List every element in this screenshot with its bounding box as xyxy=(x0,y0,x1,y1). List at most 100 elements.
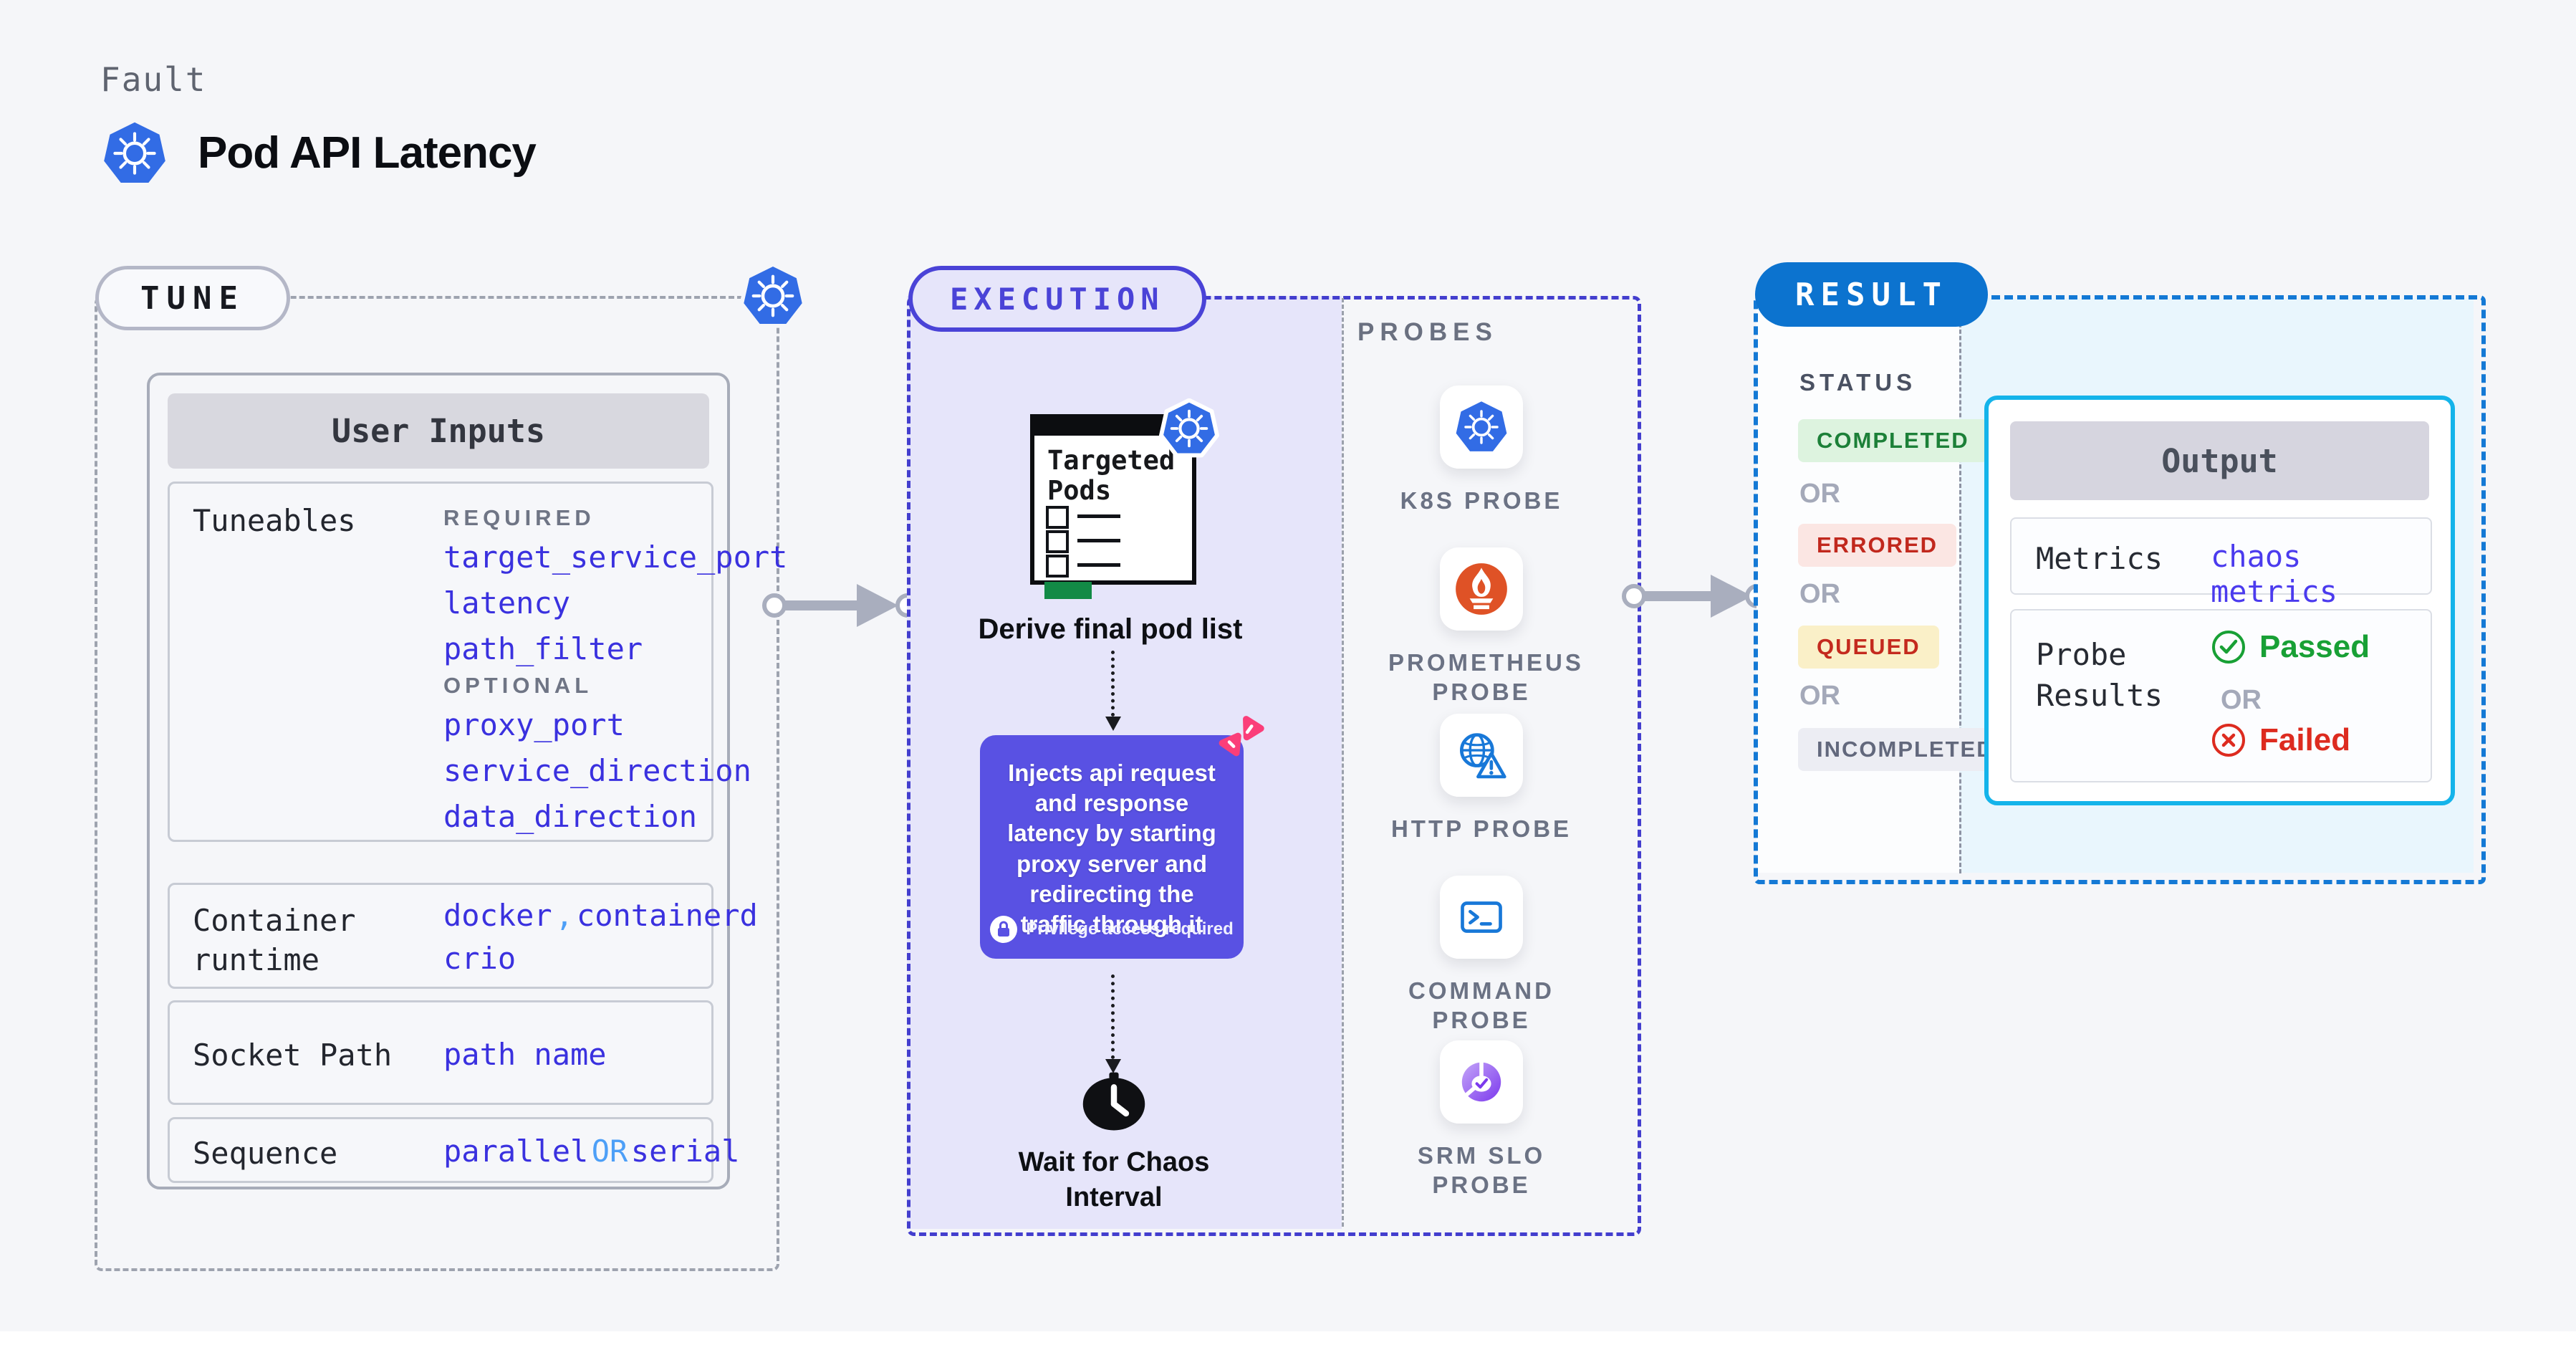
socket-path-label: Socket Path xyxy=(193,1038,393,1073)
status-badge-incompleted: INCOMPLETED xyxy=(1798,728,2013,771)
status-title: STATUS xyxy=(1799,369,1917,396)
failed-label: Failed xyxy=(2259,722,2351,757)
execution-pill: EXECUTION xyxy=(908,266,1206,332)
metrics-row: Metrics chaos metrics xyxy=(2010,517,2432,609)
sequence-option: parallel xyxy=(443,1134,589,1169)
tuneable-item: path_filter xyxy=(443,631,643,666)
status-badge-errored: ERRORED xyxy=(1798,524,1957,567)
kubernetes-icon xyxy=(104,122,165,183)
execution-section-box xyxy=(907,296,1641,1236)
kubernetes-icon xyxy=(1159,398,1219,458)
fault-kicker: Fault xyxy=(100,60,207,99)
green-progress-block xyxy=(1044,582,1092,599)
output-header: Output xyxy=(2010,421,2429,500)
container-runtime-label: Container runtime xyxy=(193,903,356,978)
socket-path-value: path name xyxy=(443,1037,607,1072)
inject-text: Injects api request and response latency… xyxy=(1007,760,1216,938)
probe-label: K8S PROBE xyxy=(1400,487,1563,514)
wait-chaos-interval-label: Wait for Chaos Interval xyxy=(1018,1147,1210,1213)
optional-label: OPTIONAL xyxy=(443,673,593,698)
runtime-value: containerd xyxy=(576,898,758,933)
probe-results-label: Probe Results xyxy=(2036,637,2163,713)
container-runtime-row: Container runtime docker , containerd cr… xyxy=(168,883,758,989)
tuneable-item: target_service_port xyxy=(443,540,788,575)
probe-card-command xyxy=(1440,876,1523,959)
tuneable-item: data_direction xyxy=(443,799,698,834)
dotted-connector-head xyxy=(1105,1059,1121,1073)
chaos-icon xyxy=(1219,716,1264,757)
tuneable-item: latency xyxy=(443,585,571,621)
prometheus-icon xyxy=(1456,563,1507,615)
user-inputs-card: User Inputs Tuneables REQUIRED target_se… xyxy=(147,373,787,1189)
container-runtime-values-line1: docker , containerd xyxy=(443,898,758,933)
list-line xyxy=(1077,563,1120,567)
status-output-divider xyxy=(1959,297,1961,873)
result-section-box xyxy=(1754,295,2486,884)
passed-label: Passed xyxy=(2259,629,2370,664)
kubernetes-icon xyxy=(1456,401,1507,451)
inject-description-card: Injects api request and response latency… xyxy=(980,735,1244,959)
list-line xyxy=(1077,514,1120,518)
derive-pod-list-label: Derive final pod list xyxy=(978,613,1243,645)
probes-divider xyxy=(1342,298,1344,1227)
x-circle-icon xyxy=(2212,724,2245,757)
runtime-separator: , xyxy=(555,898,574,933)
bottom-margin-strip xyxy=(0,1331,2576,1365)
user-inputs-header: User Inputs xyxy=(168,393,709,469)
status-badge-queued: QUEUED xyxy=(1798,626,1939,669)
terminal-icon xyxy=(1461,901,1502,933)
probes-panel-label: PROBES xyxy=(1357,318,1498,346)
flow-arrow-head xyxy=(857,584,898,627)
metrics-value: chaos metrics xyxy=(2211,539,2338,609)
runtime-value: crio xyxy=(443,941,516,976)
lock-icon xyxy=(990,916,1018,943)
clock-icon xyxy=(1082,1072,1145,1131)
sequence-label: Sequence xyxy=(193,1136,338,1171)
slo-gauge-icon xyxy=(1461,1060,1501,1102)
or-label: OR xyxy=(1799,579,1840,609)
result-pill: RESULT xyxy=(1755,262,1988,327)
sequence-row: Sequence parallel OR serial xyxy=(168,1117,740,1183)
sequence-option: serial xyxy=(630,1134,740,1169)
flow-arrow xyxy=(1645,591,1714,601)
page-title: Pod API Latency xyxy=(198,128,537,178)
probe-label: PROMETHEUS PROBE xyxy=(1388,649,1584,706)
probe-card-srm-slo xyxy=(1440,1040,1523,1124)
flow-arrow xyxy=(785,600,860,610)
probe-label: COMMAND PROBE xyxy=(1408,977,1554,1034)
output-card: Output Metrics chaos metrics Probe Resul… xyxy=(1984,396,2455,805)
runtime-value: docker xyxy=(443,898,552,933)
list-line xyxy=(1077,539,1120,542)
or-label: OR xyxy=(2221,685,2262,715)
tuneable-item: proxy_port xyxy=(443,707,625,742)
failed-verdict: Failed xyxy=(2211,722,2350,758)
probe-label: SRM SLO PROBE xyxy=(1417,1142,1546,1199)
privilege-row: Privilege access required xyxy=(980,916,1244,943)
connector-endpoint xyxy=(762,593,787,618)
checkbox-icon xyxy=(1046,506,1069,529)
metrics-label: Metrics xyxy=(2036,541,2163,576)
kubernetes-icon xyxy=(739,262,807,328)
targeted-pods-title: Targeted Pods xyxy=(1047,445,1176,507)
or-label: OR xyxy=(1799,681,1840,711)
checkbox-icon xyxy=(1046,530,1069,553)
tuneables-row: Tuneables REQUIRED target_service_port l… xyxy=(168,482,787,842)
socket-path-row: Socket Path path name xyxy=(168,1000,713,1105)
probe-results-row: Probe Results Passed OR Failed xyxy=(2010,609,2432,782)
status-badge-completed: COMPLETED xyxy=(1798,419,1988,462)
dotted-connector xyxy=(1111,974,1115,1059)
probe-card-prometheus xyxy=(1440,547,1523,631)
tuneables-label: Tuneables xyxy=(193,503,356,538)
globe-warning-icon xyxy=(1460,733,1506,779)
checkbox-icon xyxy=(1046,555,1069,578)
check-circle-icon xyxy=(2212,631,2245,664)
connector-endpoint xyxy=(1622,584,1646,608)
sequence-connector: OR xyxy=(591,1134,628,1169)
probe-card-k8s xyxy=(1440,385,1523,469)
tune-section-box xyxy=(95,296,779,1271)
probe-label: HTTP PROBE xyxy=(1390,815,1572,842)
probe-card-http xyxy=(1440,714,1523,797)
dotted-connector xyxy=(1111,651,1115,717)
or-label: OR xyxy=(1799,479,1840,509)
